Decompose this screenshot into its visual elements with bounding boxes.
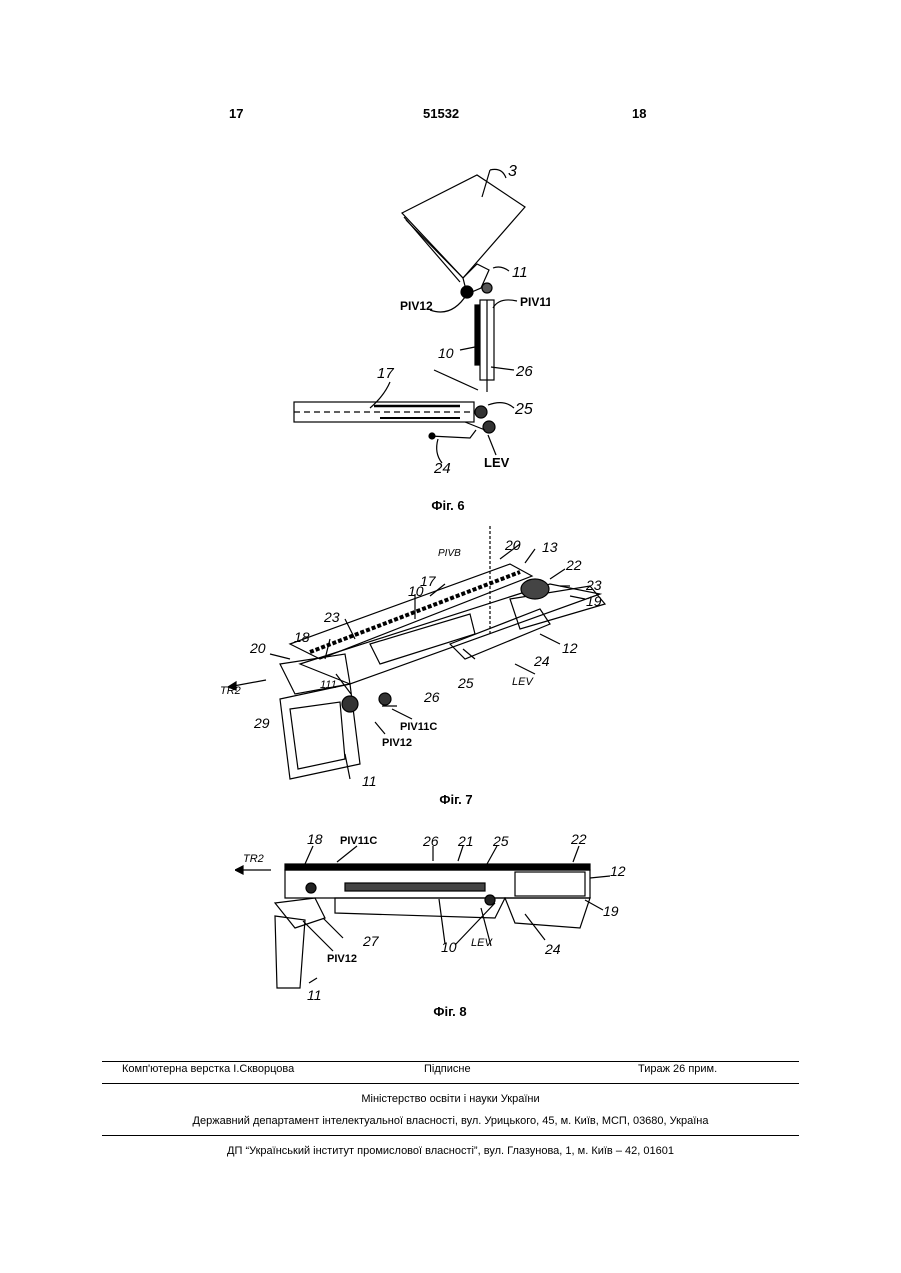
fig8-label-piv12: PIV12 <box>327 953 357 965</box>
footer-rule-bottom <box>102 1135 799 1136</box>
fig7-label-25: 25 <box>457 675 474 691</box>
fig7-label-piv12: PIV12 <box>382 737 412 749</box>
figure-7-caption: Фіг. 7 <box>416 792 496 807</box>
fig7-label-12: 12 <box>562 640 578 656</box>
circulation-note: Тираж 26 прим. <box>638 1063 717 1075</box>
figure-6-drawing: 3 11 PIV12 PIV11C 10 26 17 25 24 LEV <box>280 160 550 480</box>
fig7-label-24: 24 <box>533 653 550 669</box>
fig7-label-111: 111 <box>320 679 337 691</box>
fig7-label-10: 10 <box>408 583 424 599</box>
fig8-label-piv11c: PIV11C <box>340 835 377 847</box>
document-number: 51532 <box>423 106 459 121</box>
fig8-label-11: 11 <box>307 987 322 1003</box>
fig6-label-3: 3 <box>508 163 517 180</box>
fig7-label-tr2: TR2 <box>220 685 241 697</box>
figure-8-drawing: 18 PIV11C 26 21 25 22 TR2 12 19 27 10 LE… <box>235 828 635 1008</box>
fig8-label-tr2: TR2 <box>243 853 264 865</box>
figure-8-caption: Фіг. 8 <box>410 1004 490 1019</box>
figure-6-caption: Фіг. 6 <box>408 498 488 513</box>
footer-rule-middle <box>102 1083 799 1084</box>
fig8-label-25: 25 <box>492 833 509 849</box>
fig7-label-20b: 20 <box>249 640 266 656</box>
fig8-label-27: 27 <box>362 933 380 949</box>
fig7-label-20a: 20 <box>504 537 521 553</box>
fig6-label-lev: LEV <box>484 455 510 470</box>
subscription-note: Підписне <box>424 1063 471 1075</box>
institute-line: ДП “Український інститут промислової вла… <box>102 1145 799 1157</box>
fig6-label-26: 26 <box>515 363 533 380</box>
left-page-number: 17 <box>229 106 243 121</box>
fig7-label-26: 26 <box>423 689 440 705</box>
fig8-label-10: 10 <box>441 939 457 955</box>
fig8-label-18: 18 <box>307 831 323 847</box>
department-line: Державний департамент інтелектуальної вл… <box>102 1115 799 1127</box>
fig7-label-23a: 23 <box>585 577 602 593</box>
fig8-label-26: 26 <box>422 833 439 849</box>
fig6-label-25: 25 <box>514 401 533 418</box>
fig8-label-21: 21 <box>457 833 474 849</box>
fig8-label-22: 22 <box>570 831 587 847</box>
fig8-label-12: 12 <box>610 863 626 879</box>
fig8-label-24: 24 <box>544 941 561 957</box>
figure-7-drawing: PIVB 20 13 22 23 19 17 10 23 20 18 12 24… <box>220 524 640 794</box>
fig6-label-11: 11 <box>512 264 528 281</box>
ministry-line: Міністерство освіти і науки України <box>102 1093 799 1105</box>
fig7-label-lev: LEV <box>512 676 534 688</box>
fig6-label-17: 17 <box>377 365 394 382</box>
typesetter-credit: Комп'ютерна верстка І.Скворцова <box>122 1063 294 1075</box>
fig7-label-19: 19 <box>586 593 602 609</box>
fig7-label-22: 22 <box>565 557 582 573</box>
fig6-label-piv11c: PIV11C <box>520 295 550 309</box>
fig7-label-11: 11 <box>362 773 377 789</box>
fig7-label-29: 29 <box>253 715 270 731</box>
right-page-number: 18 <box>632 106 646 121</box>
fig6-label-10: 10 <box>438 345 454 361</box>
fig6-label-piv12: PIV12 <box>400 299 433 313</box>
fig7-label-23b: 23 <box>323 609 340 625</box>
fig7-label-13: 13 <box>542 539 558 555</box>
fig7-label-piv11c: PIV11C <box>400 721 437 733</box>
fig7-label-pivb: PIVB <box>438 548 461 559</box>
fig8-label-19: 19 <box>603 903 619 919</box>
footer-rule-top <box>102 1061 799 1062</box>
fig8-label-lev: LEV <box>471 937 493 949</box>
fig7-label-18: 18 <box>294 629 310 645</box>
fig6-label-24: 24 <box>433 460 451 477</box>
